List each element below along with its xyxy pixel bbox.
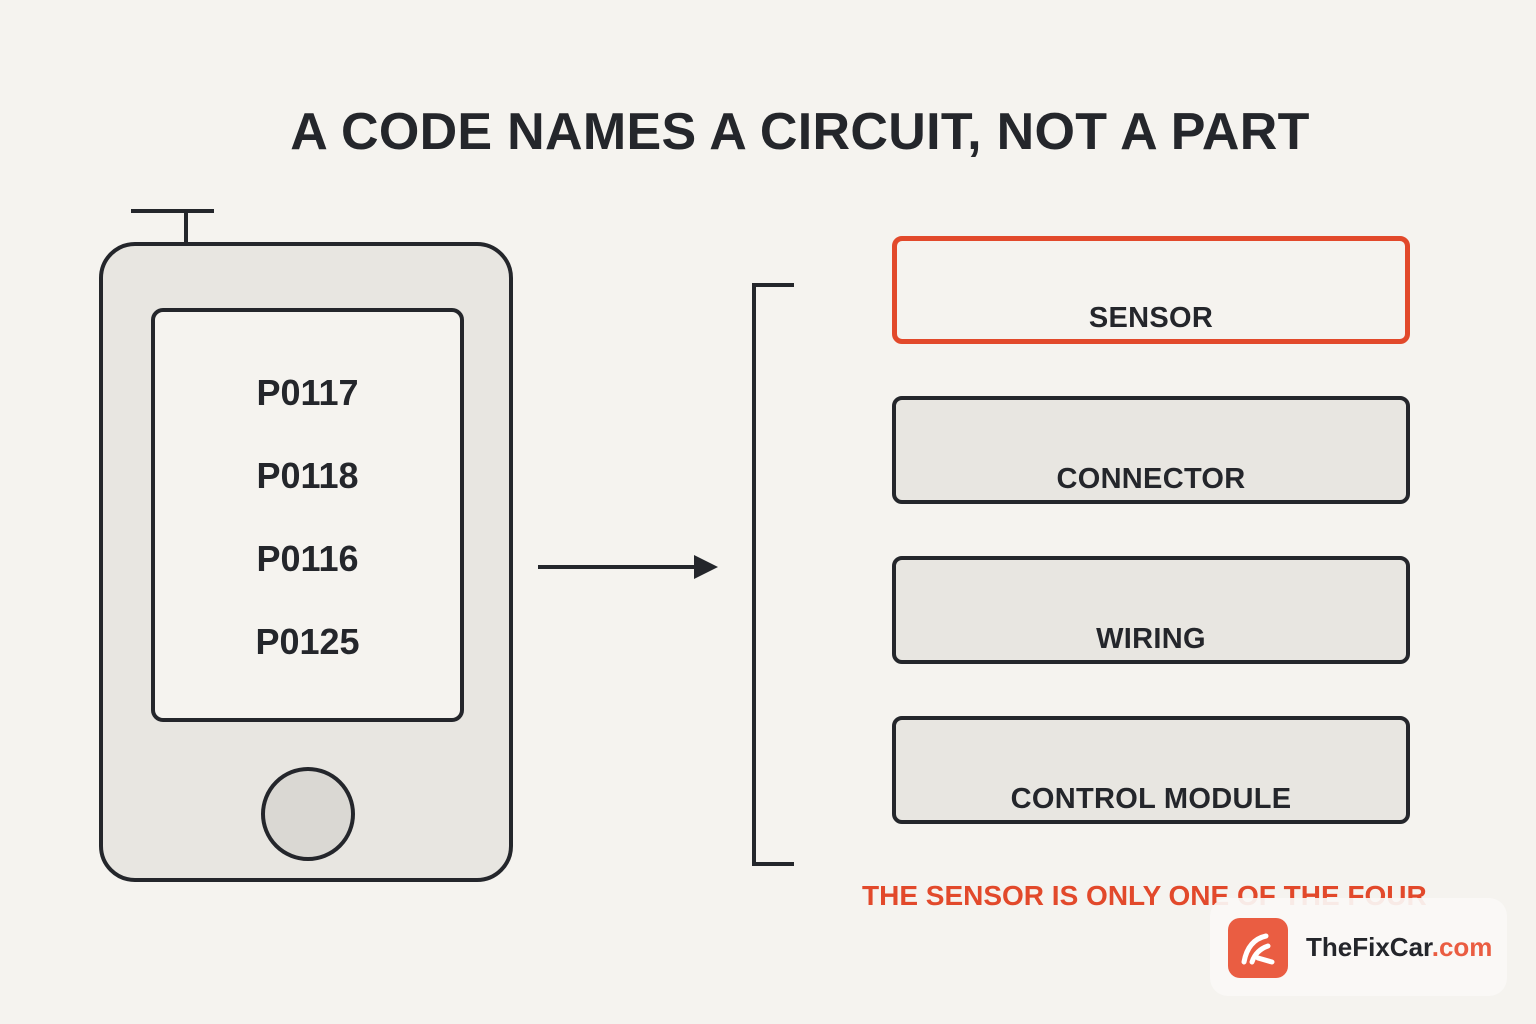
watermark-name: TheFixCar bbox=[1306, 932, 1432, 962]
trouble-code: P0116 bbox=[256, 538, 359, 579]
page-title: A CODE NAMES A CIRCUIT, NOT A PART bbox=[290, 103, 1310, 161]
component-label: SENSOR bbox=[1088, 302, 1214, 334]
component-label: CONNECTOR bbox=[1056, 463, 1246, 495]
grouping-bracket bbox=[752, 283, 794, 866]
component-label: WIRING bbox=[1096, 623, 1206, 655]
component-label: CONTROL MODULE bbox=[1010, 783, 1292, 815]
watermark-text: TheFixCar.com bbox=[1306, 932, 1492, 963]
component-box-sensor: SENSOR bbox=[892, 236, 1410, 344]
trouble-code: P0125 bbox=[255, 621, 360, 662]
scanner-screen bbox=[151, 308, 464, 722]
right-arrow-icon bbox=[538, 555, 718, 579]
scanner-button bbox=[261, 767, 355, 861]
watermark-suffix: .com bbox=[1431, 932, 1493, 962]
component-box-control-module: CONTROL MODULE bbox=[892, 716, 1410, 824]
antenna-stem bbox=[184, 211, 188, 244]
gauge-logo-icon bbox=[1228, 918, 1288, 978]
watermark-badge: TheFixCar.com bbox=[1210, 898, 1507, 996]
trouble-code: P0117 bbox=[256, 372, 359, 413]
trouble-code: P0118 bbox=[256, 455, 359, 496]
component-box-wiring: WIRING bbox=[892, 556, 1410, 664]
antenna-bar bbox=[131, 209, 214, 213]
page-title-wrap: A CODE NAMES A CIRCUIT, NOT A PART bbox=[0, 102, 1536, 162]
component-box-connector: CONNECTOR bbox=[892, 396, 1410, 504]
